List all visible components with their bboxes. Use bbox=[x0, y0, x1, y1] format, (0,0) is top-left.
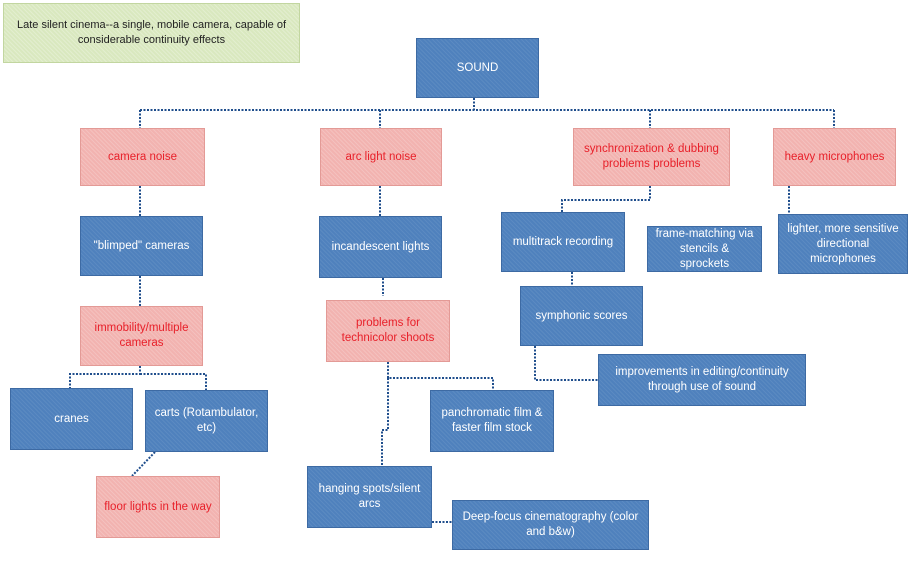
context-note: Late silent cinema--a single, mobile cam… bbox=[3, 3, 300, 63]
node-panchromatic-film-label: panchromatic film & faster film stock bbox=[441, 407, 543, 434]
node-camera-noise-label: camera noise bbox=[107, 150, 178, 163]
node-immobility-label: immobility/multiple cameras bbox=[94, 322, 189, 349]
node-sync-dubbing-label: synchronization & dubbing problems probl… bbox=[584, 143, 719, 170]
node-floor-lights: floor lights in the way bbox=[96, 476, 220, 538]
node-multitrack-recording: multitrack recording bbox=[501, 212, 625, 272]
node-incandescent-lights-label: incandescent lights bbox=[331, 240, 430, 253]
node-symphonic-scores-label: symphonic scores bbox=[535, 309, 628, 322]
node-hanging-spots: hanging spots/silent arcs bbox=[307, 466, 432, 528]
node-immobility: immobility/multiple cameras bbox=[80, 306, 203, 366]
node-hanging-spots-label: hanging spots/silent arcs bbox=[318, 483, 421, 510]
root-node-sound: SOUND bbox=[416, 38, 539, 98]
node-lighter-microphones: lighter, more sensitive directional micr… bbox=[778, 214, 908, 274]
connector-symphonic-editing bbox=[534, 346, 598, 381]
node-multitrack-recording-label: multitrack recording bbox=[512, 235, 614, 248]
root-node-label: SOUND bbox=[456, 61, 499, 74]
node-carts: carts (Rotambulator, etc) bbox=[145, 390, 268, 452]
connector-carts-floor-lights bbox=[131, 451, 156, 477]
node-floor-lights-label: floor lights in the way bbox=[104, 500, 212, 513]
node-cranes: cranes bbox=[10, 388, 133, 450]
node-blimped-cameras: "blimped" cameras bbox=[80, 216, 203, 276]
node-technicolor-problems: problems for technicolor shoots bbox=[326, 300, 450, 362]
node-panchromatic-film: panchromatic film & faster film stock bbox=[430, 390, 554, 452]
node-arc-light-noise: arc light noise bbox=[320, 128, 442, 186]
node-heavy-microphones-label: heavy microphones bbox=[784, 150, 885, 163]
node-sync-dubbing: synchronization & dubbing problems probl… bbox=[573, 128, 730, 186]
connector-immobility-split bbox=[69, 366, 141, 388]
node-cranes-label: cranes bbox=[54, 412, 89, 425]
node-technicolor-problems-label: problems for technicolor shoots bbox=[341, 317, 435, 344]
node-incandescent-lights: incandescent lights bbox=[319, 216, 442, 278]
context-note-text: Late silent cinema--a single, mobile cam… bbox=[16, 19, 287, 46]
connector-technicolor-hanging bbox=[381, 378, 389, 466]
node-blimped-cameras-label: "blimped" cameras bbox=[93, 239, 190, 252]
node-arc-light-noise-label: arc light noise bbox=[345, 150, 417, 163]
node-carts-label: carts (Rotambulator, etc) bbox=[154, 407, 259, 434]
node-heavy-microphones: heavy microphones bbox=[773, 128, 896, 186]
node-deep-focus-label: Deep-focus cinematography (color and b&w… bbox=[462, 511, 639, 538]
connector-technicolor-split bbox=[387, 362, 494, 390]
node-frame-matching: frame-matching via stencils & sprockets bbox=[647, 226, 762, 272]
node-lighter-microphones-label: lighter, more sensitive directional micr… bbox=[787, 222, 899, 265]
node-editing-improvements: improvements in editing/continuity throu… bbox=[598, 354, 806, 406]
node-deep-focus: Deep-focus cinematography (color and b&w… bbox=[452, 500, 649, 550]
connector-immobility-carts bbox=[140, 373, 207, 390]
node-editing-improvements-label: improvements in editing/continuity throu… bbox=[615, 366, 789, 393]
connector-sync-multitrack bbox=[561, 186, 651, 212]
node-camera-noise: camera noise bbox=[80, 128, 205, 186]
node-symphonic-scores: symphonic scores bbox=[520, 286, 643, 346]
node-frame-matching-label: frame-matching via stencils & sprockets bbox=[655, 227, 754, 270]
